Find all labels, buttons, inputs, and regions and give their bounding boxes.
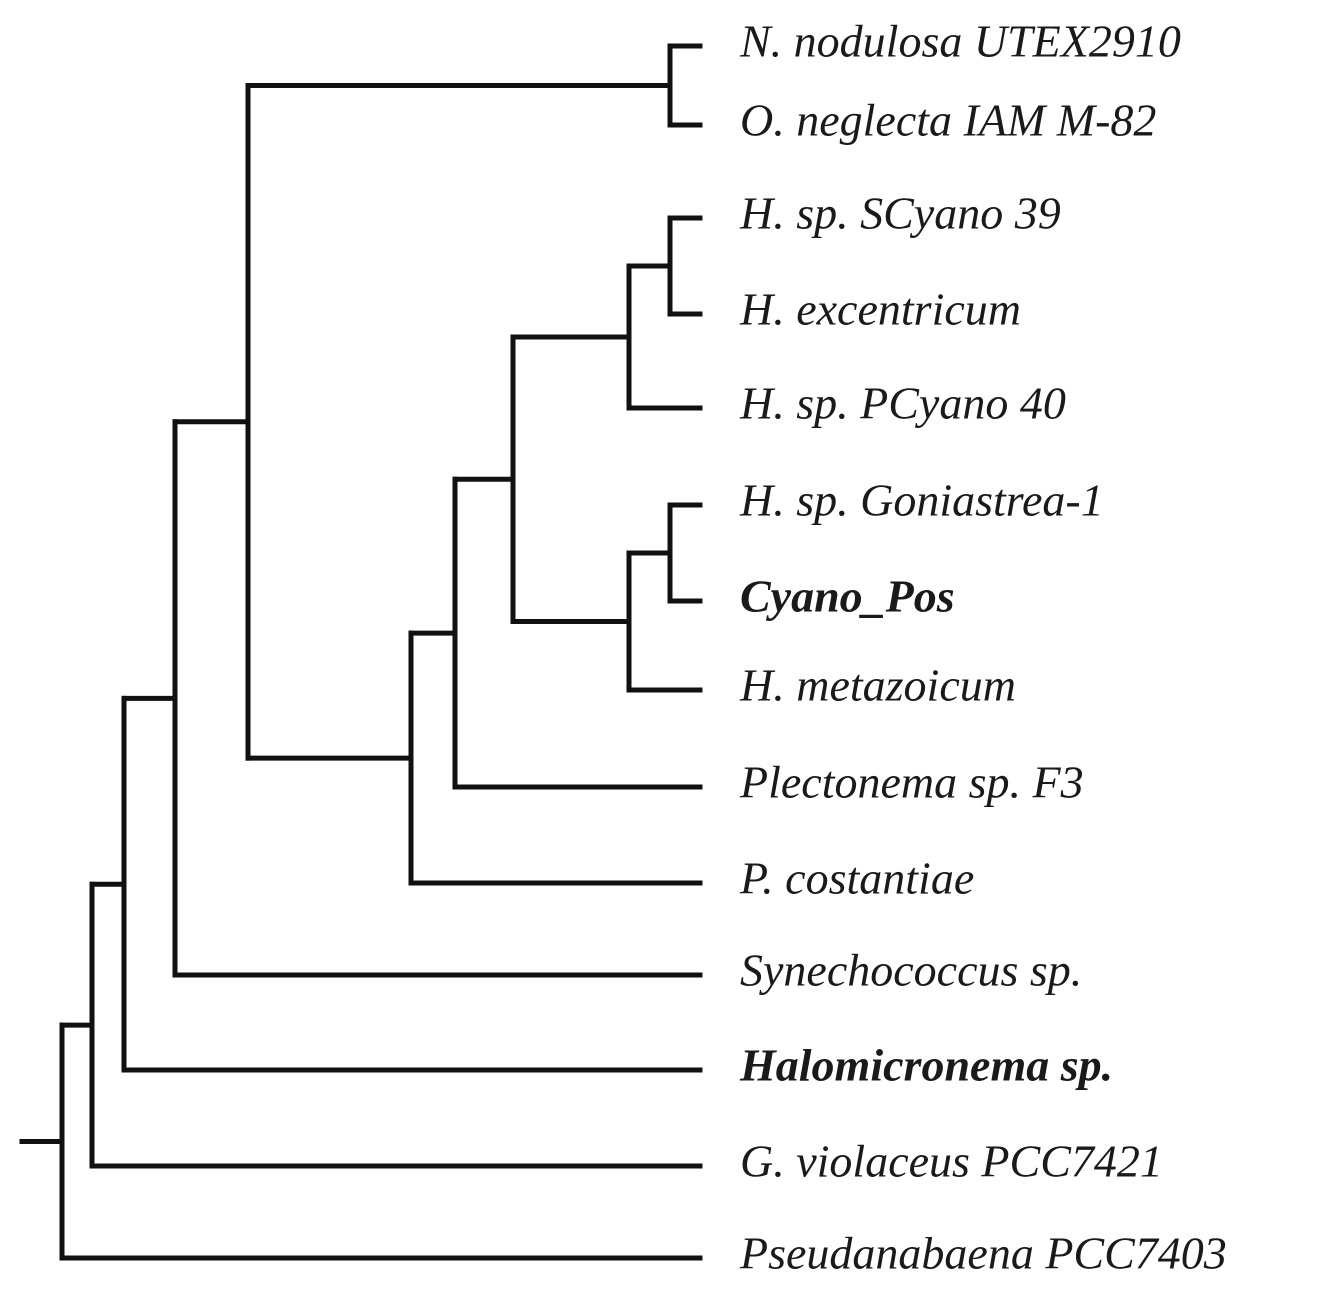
tree-branches — [19, 43, 703, 1261]
taxon-label: H. excentricum — [739, 284, 1021, 335]
taxon-label: P. costantiae — [739, 853, 974, 904]
taxon-label: Pseudanabaena PCC7403 — [739, 1228, 1227, 1279]
taxon-label: H. sp. SCyano 39 — [739, 188, 1061, 239]
taxon-label: Plectonema sp. F3 — [739, 757, 1084, 808]
taxon-labels: N. nodulosa UTEX2910 O. neglecta IAM M-82… — [739, 16, 1227, 1279]
taxon-label: O. neglecta IAM M-82 — [740, 95, 1156, 146]
taxon-label: H. sp. Goniastrea-1 — [739, 475, 1104, 526]
taxon-label: Synechococcus sp. — [740, 945, 1082, 996]
taxon-label: Halomicronema sp. — [739, 1040, 1113, 1091]
taxon-label: H. sp. PCyano 40 — [739, 378, 1066, 429]
taxon-label: G. violaceus PCC7421 — [740, 1136, 1163, 1187]
taxon-label: Cyano_Pos — [740, 571, 955, 622]
taxon-label: N. nodulosa UTEX2910 — [739, 16, 1181, 67]
taxon-label: H. metazoicum — [739, 660, 1016, 711]
